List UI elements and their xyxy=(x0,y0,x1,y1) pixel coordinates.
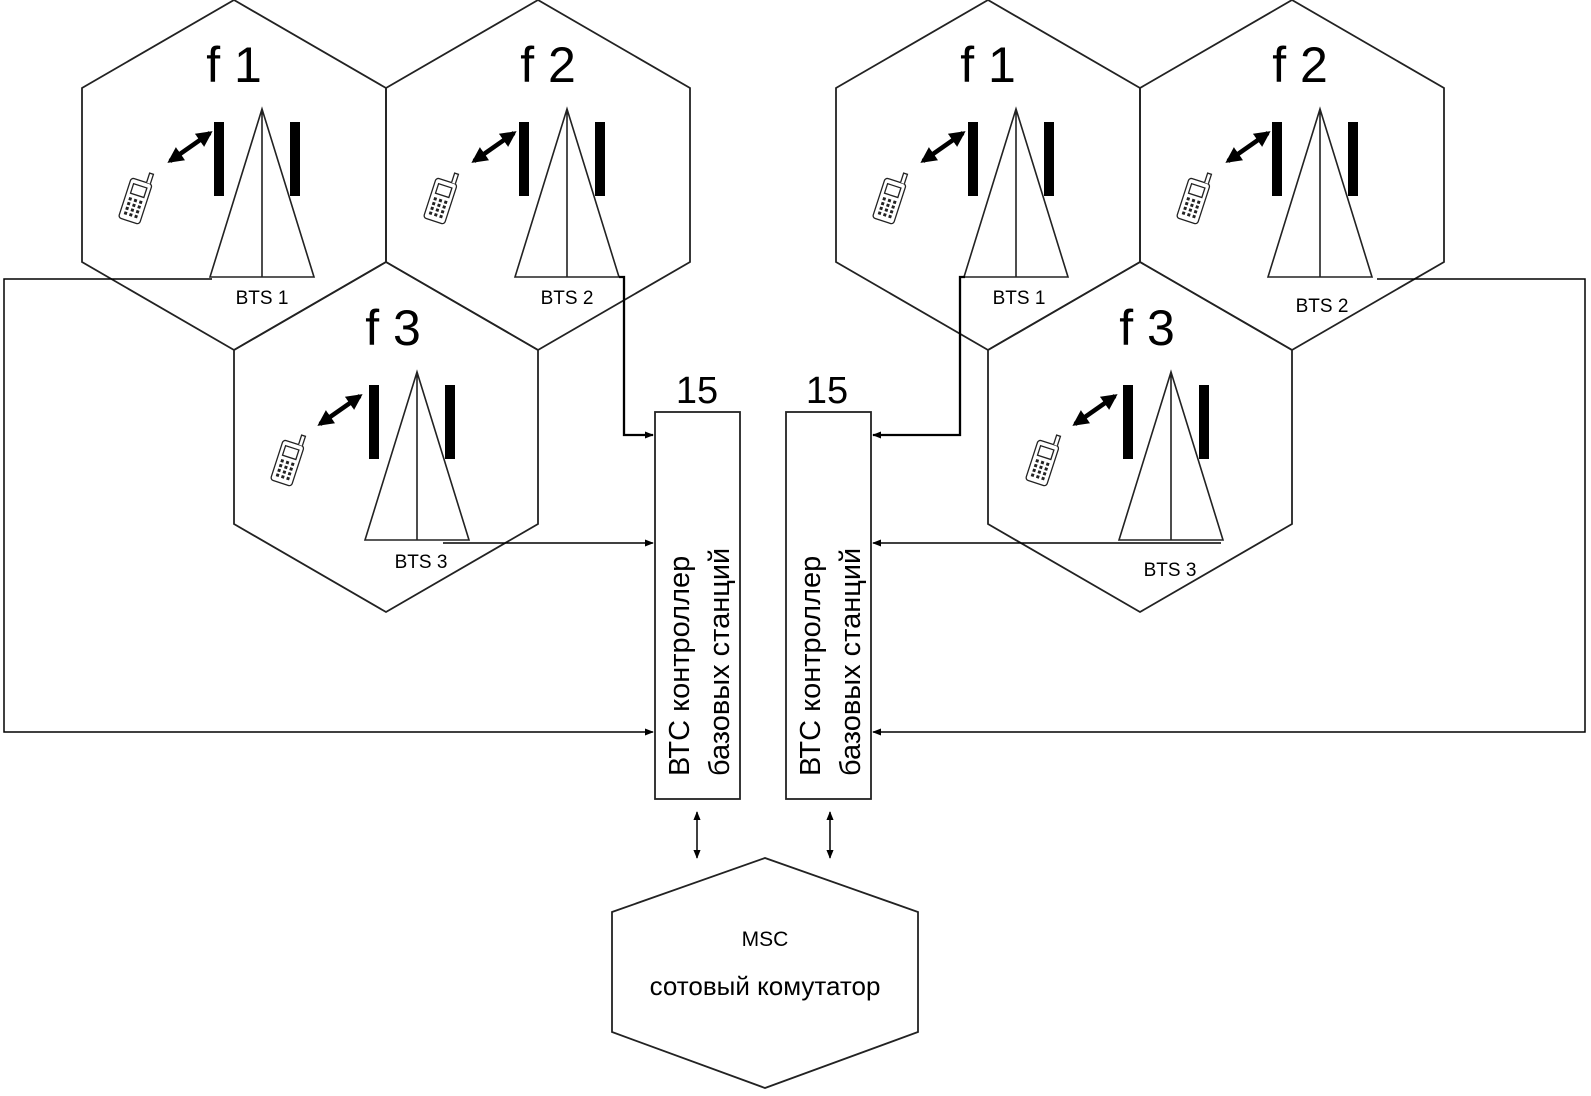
double-arrow-icon xyxy=(1228,133,1268,161)
mobile-phone-icon xyxy=(117,167,157,226)
antenna-tower-icon xyxy=(1118,371,1224,541)
controller-label-line2: базовых станций xyxy=(704,548,736,776)
controller-number: 15 xyxy=(676,370,718,412)
mobile-phone-icon xyxy=(871,167,911,226)
msc-node: MSC сотовый комутатор xyxy=(611,857,919,1089)
left-cell-f1: f 1 BTS 1 xyxy=(81,0,387,352)
controller-label-line1: ВТС контроллер xyxy=(795,556,827,776)
antenna-tower-icon xyxy=(963,108,1069,278)
double-arrow-icon xyxy=(474,133,514,161)
left-cell-f2: f 2 BTS 2 xyxy=(385,0,691,352)
right-cell-f3: f 3 BTS 3 xyxy=(987,260,1293,614)
bts-label: BTS 2 xyxy=(541,288,594,309)
link-bts1-to-controller xyxy=(872,275,965,439)
mobile-phone-icon xyxy=(1175,167,1215,226)
link-bts2-to-controller xyxy=(872,278,1586,736)
right-cell-f2: f 2 BTS 2 xyxy=(1139,0,1445,352)
msc-title: MSC xyxy=(742,928,789,951)
right-cell-group: f 1 BTS 1 f 2 BTS 2 f 3 BTS 3 15 ВТС кон… xyxy=(785,0,1586,800)
right-controller: 15 ВТС контроллер базовых станций xyxy=(785,370,872,800)
link-bts1-to-controller xyxy=(3,278,654,736)
bts-label: BTS 1 xyxy=(993,288,1046,309)
bts-label: BTS 1 xyxy=(236,288,289,309)
controller-box xyxy=(654,411,741,800)
right-cell-f1: f 1 BTS 1 xyxy=(835,0,1141,352)
bts-label: BTS 2 xyxy=(1296,296,1349,317)
left-cell-group: f 1 BTS 1 f 2 BTS 2 f 3 BTS 3 15 ВТС кон… xyxy=(3,0,741,800)
bts-label: BTS 3 xyxy=(1144,560,1197,581)
left-cell-f3: f 3 BTS 3 xyxy=(233,260,539,614)
double-arrow-icon xyxy=(170,133,210,161)
double-arrow-icon xyxy=(1075,396,1115,424)
msc-hexagon xyxy=(611,857,919,1089)
frequency-label: f 2 xyxy=(1272,37,1328,93)
mobile-phone-icon xyxy=(269,429,309,488)
frequency-label: f 1 xyxy=(206,37,262,93)
double-arrow-icon xyxy=(923,133,963,161)
left-controller: 15 ВТС контроллер базовых станций xyxy=(654,370,741,800)
antenna-tower-icon xyxy=(364,371,470,541)
double-arrow-icon xyxy=(320,396,360,424)
antenna-tower-icon xyxy=(1267,108,1373,278)
bts-label: BTS 3 xyxy=(395,552,448,573)
mobile-phone-icon xyxy=(1024,429,1064,488)
controller-box xyxy=(785,411,872,800)
frequency-label: f 3 xyxy=(365,300,421,356)
controller-label-line2: базовых станций xyxy=(835,548,867,776)
controller-number: 15 xyxy=(806,370,848,412)
frequency-label: f 2 xyxy=(520,37,576,93)
frequency-label: f 3 xyxy=(1119,300,1175,356)
frequency-label: f 1 xyxy=(960,37,1016,93)
msc-subtitle: сотовый комутатор xyxy=(650,971,881,1001)
controller-label-line1: ВТС контроллер xyxy=(664,556,696,776)
mobile-phone-icon xyxy=(422,167,462,226)
hex-cell xyxy=(987,260,1293,614)
link-bts2-to-controller xyxy=(619,275,654,439)
antenna-tower-icon xyxy=(514,108,620,278)
hex-cell xyxy=(233,260,539,614)
antenna-tower-icon xyxy=(209,108,315,278)
